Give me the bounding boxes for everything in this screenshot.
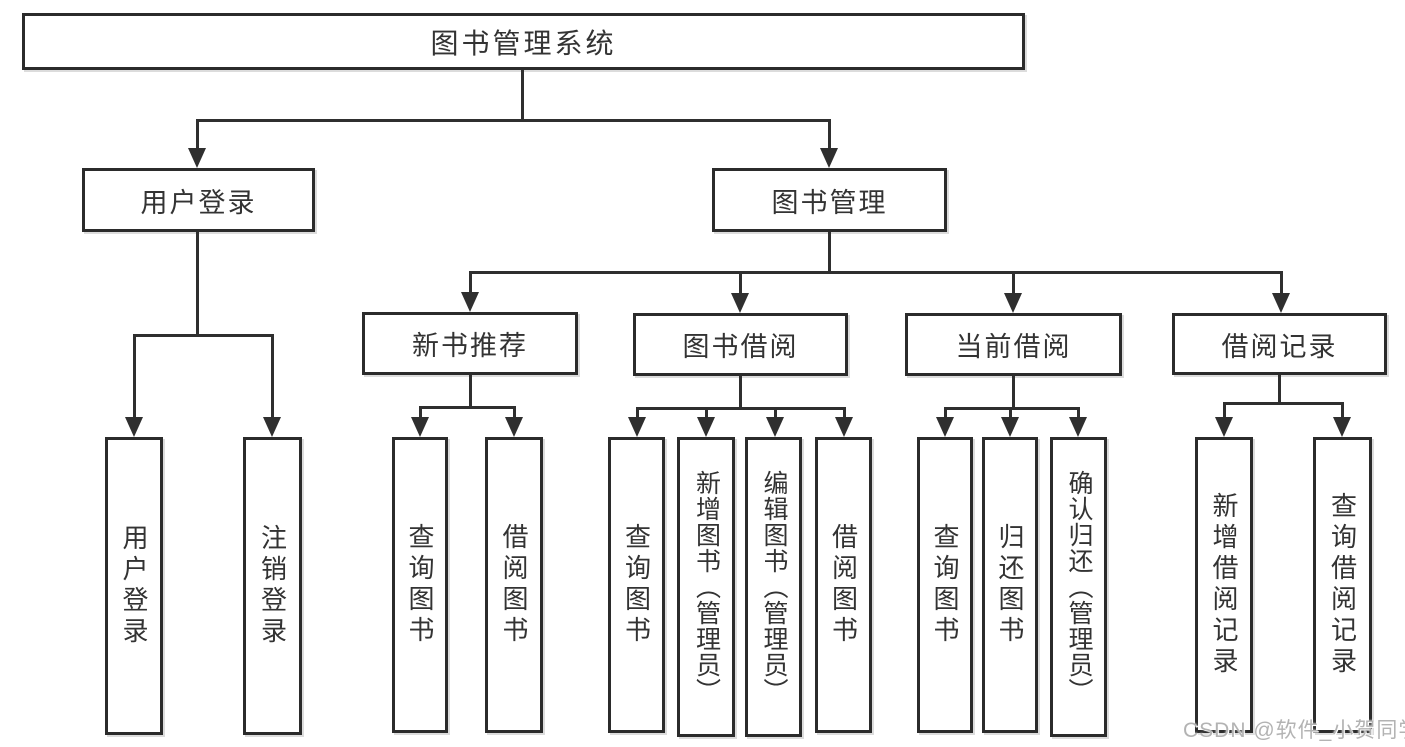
connector-user-leaf1-drop xyxy=(133,334,136,420)
node-borrow-records-label: 借阅记录 xyxy=(1221,331,1338,362)
node-root-system: 图书管理系统 xyxy=(22,13,1025,70)
arrowhead-records-leaf1 xyxy=(1215,417,1233,437)
connector-records-stem xyxy=(1278,375,1281,405)
arrowhead-newrec-leaf1 xyxy=(411,417,429,437)
connector-current-stem xyxy=(1012,376,1015,409)
arrowhead-user-leaf2 xyxy=(263,417,281,437)
leaf-confirm-return-admin: 确认归还（管理员） xyxy=(1050,437,1107,737)
leaf-query-books-3: 查询图书 xyxy=(917,437,973,733)
connector-current-bar xyxy=(945,407,1080,410)
leaf-user-login-label: 用户登录 xyxy=(119,524,149,648)
arrowhead-current-leaf2 xyxy=(1001,417,1019,437)
connector-current-leaf1-drop xyxy=(944,407,947,420)
arrowhead-current-leaf3 xyxy=(1069,417,1087,437)
node-borrow-records: 借阅记录 xyxy=(1172,313,1387,375)
csdn-watermark: CSDN @软件_小贺同学 xyxy=(1183,719,1405,742)
arrowhead-book-mgmt xyxy=(820,148,838,168)
connector-user-leaf2-drop xyxy=(271,334,274,420)
leaf-borrow-books-1-label: 借阅图书 xyxy=(499,523,529,647)
node-book-management-label: 图书管理 xyxy=(771,187,888,218)
arrowhead-borrow-records xyxy=(1272,293,1290,313)
connector-borrow-stem xyxy=(739,376,742,409)
arrowhead-borrow-leaf1 xyxy=(628,417,646,437)
node-user-login-group: 用户登录 xyxy=(82,168,315,232)
connector-records-leaf1-drop xyxy=(1223,402,1226,420)
connector-borrow-leaf3-drop xyxy=(774,407,777,420)
arrowhead-borrow-leaf3 xyxy=(766,417,784,437)
arrowhead-newrec-leaf2 xyxy=(505,417,523,437)
leaf-query-books-1-label: 查询图书 xyxy=(405,523,435,647)
connector-newrec-drop xyxy=(469,271,472,295)
leaf-return-books-label: 归还图书 xyxy=(995,523,1025,647)
node-book-borrow: 图书借阅 xyxy=(633,313,848,376)
connector-newrec-leaf1-drop xyxy=(419,406,422,420)
arrowhead-current-leaf1 xyxy=(936,417,954,437)
connector-records-drop xyxy=(1280,271,1283,295)
connector-borrow-leaf2-drop xyxy=(705,407,708,420)
connector-borrow-leaf1-drop xyxy=(636,407,639,420)
connector-current-leaf2-drop xyxy=(1009,407,1012,420)
connector-borrow-bar xyxy=(637,407,846,410)
connector-records-leaf2-drop xyxy=(1341,402,1344,420)
connector-newrec-bar xyxy=(420,406,516,409)
node-book-borrow-label: 图书借阅 xyxy=(682,332,799,362)
connector-book-mgmt-drop xyxy=(828,119,831,151)
leaf-borrow-books-2: 借阅图书 xyxy=(815,437,872,733)
leaf-query-borrow-record: 查询借阅记录 xyxy=(1313,437,1372,733)
connector-records-bar xyxy=(1224,402,1344,405)
leaf-logout: 注销登录 xyxy=(243,437,302,735)
arrowhead-borrow-leaf2 xyxy=(697,417,715,437)
leaf-edit-books-admin: 编辑图书（管理员） xyxy=(745,437,802,737)
connector-newrec-leaf2-drop xyxy=(513,406,516,420)
leaf-query-books-2: 查询图书 xyxy=(608,437,665,733)
leaf-logout-label: 注销登录 xyxy=(257,524,288,648)
arrowhead-user-leaf1 xyxy=(125,417,143,437)
connector-newrec-stem xyxy=(469,375,472,409)
connector-root-stem xyxy=(521,70,524,121)
node-book-management: 图书管理 xyxy=(712,168,947,232)
arrowhead-user-login xyxy=(188,148,206,168)
node-user-login-label: 用户登录 xyxy=(140,187,257,218)
connector-level2-bar xyxy=(197,119,831,122)
leaf-edit-books-admin-label: 编辑图书（管理员） xyxy=(760,470,788,704)
arrowhead-book-borrow xyxy=(731,293,749,313)
node-current-borrow-label: 当前借阅 xyxy=(955,332,1072,362)
node-root-label: 图书管理系统 xyxy=(430,27,617,59)
connector-borrow-leaf4-drop xyxy=(843,407,846,420)
connector-user-group-bar xyxy=(134,334,273,337)
arrowhead-new-book-recommend xyxy=(461,292,479,312)
connector-current-leaf3-drop xyxy=(1077,407,1080,420)
leaf-return-books: 归还图书 xyxy=(982,437,1038,733)
connector-current-drop xyxy=(1012,271,1015,295)
leaf-user-login: 用户登录 xyxy=(105,437,163,735)
connector-borrow-drop xyxy=(739,271,742,295)
leaf-add-borrow-record-label: 新增借阅记录 xyxy=(1209,492,1239,678)
leaf-query-books-3-label: 查询图书 xyxy=(930,523,960,647)
connector-user-group-stem xyxy=(196,232,199,336)
node-current-borrow: 当前借阅 xyxy=(905,313,1122,376)
connector-level3-bar xyxy=(470,271,1283,274)
leaf-add-borrow-record: 新增借阅记录 xyxy=(1195,437,1253,733)
leaf-query-books-2-label: 查询图书 xyxy=(621,523,652,647)
leaf-borrow-books-2-label: 借阅图书 xyxy=(828,523,859,647)
leaf-add-books-admin: 新增图书（管理员） xyxy=(677,437,735,737)
node-new-book-recommend: 新书推荐 xyxy=(362,312,578,375)
leaf-borrow-books-1: 借阅图书 xyxy=(485,437,543,733)
leaf-query-books-1: 查询图书 xyxy=(392,437,448,733)
leaf-add-books-admin-label: 新增图书（管理员） xyxy=(692,470,721,704)
arrowhead-borrow-leaf4 xyxy=(835,417,853,437)
node-new-book-recommend-label: 新书推荐 xyxy=(412,331,528,361)
leaf-confirm-return-admin-label: 确认归还（管理员） xyxy=(1065,470,1093,704)
arrowhead-records-leaf2 xyxy=(1333,417,1351,437)
connector-user-login-drop xyxy=(196,119,199,151)
leaf-query-borrow-record-label: 查询借阅记录 xyxy=(1327,492,1358,678)
arrowhead-current-borrow xyxy=(1004,293,1022,313)
connector-mgmt-stem xyxy=(828,232,831,273)
